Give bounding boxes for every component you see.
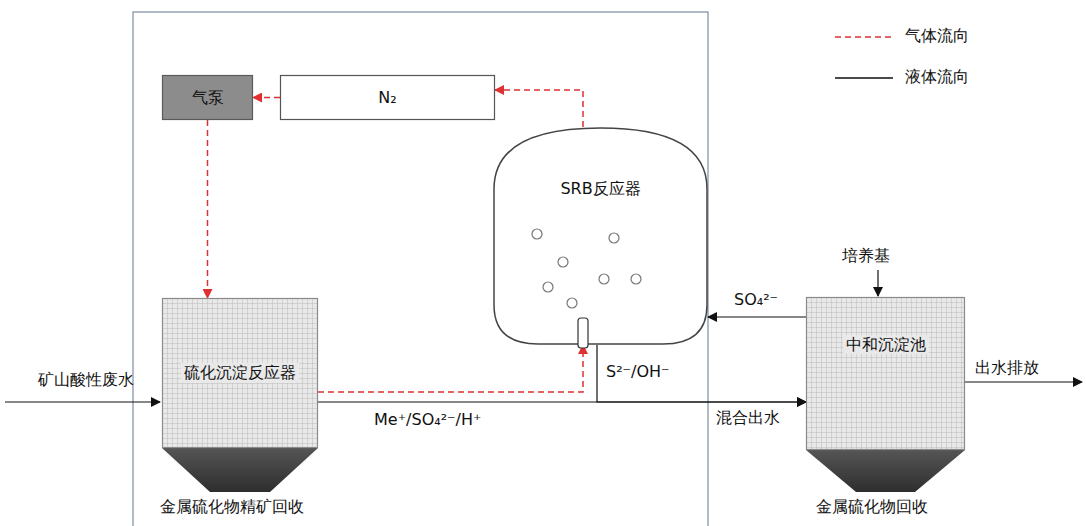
srb-reactor-tank: SRB反应器 <box>493 127 708 345</box>
sulfide-reactor: 硫化沉淀反应器 <box>162 298 318 448</box>
annotation-label: 金属硫化物回收 <box>816 497 928 516</box>
legend-line <box>835 77 893 79</box>
gas-bubble <box>609 233 619 243</box>
gas-sparger <box>578 318 588 348</box>
flow-label: S²⁻/OH⁻ <box>604 362 671 381</box>
hopper-cone <box>162 448 318 492</box>
annotation-label: 混合出水 <box>716 408 780 427</box>
node-label: SRB反应器 <box>560 179 640 198</box>
legend-sample <box>835 68 895 88</box>
hopper-cone <box>806 450 965 492</box>
system-boundary <box>133 12 708 526</box>
neutralization-tank: 中和沉淀池 <box>806 297 965 450</box>
gas-bubble <box>567 298 577 308</box>
legend-line <box>835 36 893 38</box>
gas-bubble <box>543 282 553 292</box>
sulfide-reactor-shape <box>163 299 318 448</box>
gas-flow-connector <box>207 120 209 298</box>
node-label: 气泵 <box>192 88 224 107</box>
legend-text: 液体流向 <box>905 67 969 88</box>
annotation-label: 金属硫化物精矿回收 <box>160 497 304 516</box>
inflow-arrow <box>5 401 160 402</box>
pump-box-shape <box>163 76 253 120</box>
legend-entry: 液体流向 <box>835 67 969 88</box>
gas-bubble <box>532 229 542 239</box>
legend-entry: 气体流向 <box>835 26 969 47</box>
outflow-arrow <box>965 381 1082 382</box>
annotation-label: 培养基 <box>842 246 890 265</box>
gas-flow-connector <box>495 90 583 127</box>
liquid-flow-connector <box>708 316 806 317</box>
gas-bubble <box>631 274 641 284</box>
annotation-label: 出水排放 <box>975 358 1039 377</box>
node-label: N₂ <box>378 88 396 107</box>
gas-flow-connector <box>318 345 583 392</box>
neutralization-tank-outline <box>806 297 965 450</box>
legend-sample <box>835 27 895 47</box>
gas-flow-connector <box>253 97 280 99</box>
nitrogen-box: N₂ <box>280 75 495 120</box>
gas-bubble <box>558 257 568 267</box>
liquid-flow-connector <box>597 345 806 402</box>
medium-arrow <box>877 270 878 296</box>
flow-label: SO₄²⁻ <box>732 290 780 309</box>
legend-text: 气体流向 <box>905 26 969 47</box>
nitrogen-box-shape <box>281 76 495 120</box>
gas-bubble <box>599 274 609 284</box>
node-label: 中和沉淀池 <box>843 335 929 354</box>
flow-label: Me⁺/SO₄²⁻/H⁺ <box>372 410 483 429</box>
tank-shell <box>494 128 707 344</box>
annotation-label: 矿山酸性废水 <box>38 370 134 389</box>
neutralization-tank-shape <box>807 298 965 450</box>
pump-box: 气泵 <box>162 75 253 120</box>
srb-reactor-tank-outline <box>493 127 708 345</box>
node-label: 硫化沉淀反应器 <box>181 363 299 382</box>
